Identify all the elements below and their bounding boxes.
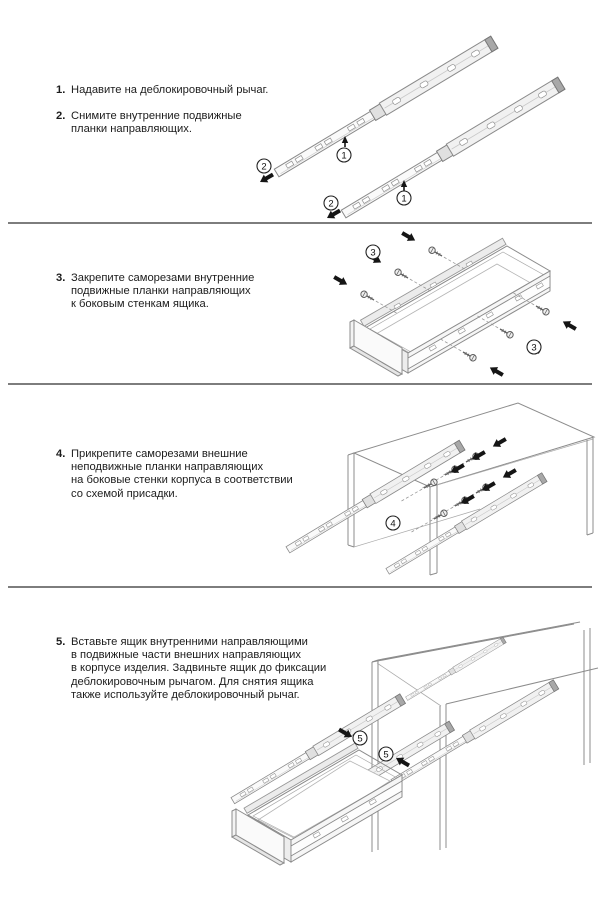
- svg-text:4: 4: [390, 518, 395, 529]
- figure-screw-rails-to-drawer: 3 3: [330, 228, 600, 378]
- svg-text:5: 5: [383, 749, 388, 760]
- step-2: 2. Снимите внутренние подвижные планки н…: [56, 110, 242, 136]
- step-line: деблокировочным рычагом. Для снятия ящик…: [71, 675, 314, 688]
- step-line: неподвижные планки направляющих: [71, 461, 264, 474]
- slide-lower: [339, 76, 566, 221]
- step-line: со схемой присадки.: [71, 487, 178, 500]
- callout-2: 2: [323, 195, 339, 211]
- callout-4: 4: [385, 515, 401, 531]
- step-line: планки направляющих.: [71, 123, 192, 136]
- svg-text:2: 2: [328, 198, 333, 209]
- step-line: на боковые стенки корпуса в соответствии: [71, 474, 293, 487]
- drawer-box: [348, 237, 551, 377]
- step-4: 4. Прикрепите саморезами внешние неподви…: [56, 448, 293, 501]
- section-divider: [8, 222, 592, 224]
- svg-text:5: 5: [357, 733, 362, 744]
- step-line: подвижные планки направляющих: [71, 285, 251, 298]
- step-number: 3.: [56, 272, 66, 284]
- section-divider: [8, 586, 592, 588]
- step-number: 5.: [56, 636, 66, 648]
- callout-2: 2: [256, 158, 272, 174]
- step-line: к боковым стенкам ящика.: [71, 298, 209, 311]
- step-line: в корпусе изделия. Задвиньте ящик до фик…: [71, 662, 327, 675]
- svg-text:3: 3: [531, 342, 536, 353]
- step-line: Вставьте ящик внутренними направляющими: [71, 636, 308, 648]
- outer-rail-right: [384, 472, 548, 577]
- step-number: 4.: [56, 448, 66, 460]
- svg-text:1: 1: [341, 150, 346, 161]
- section-divider: [8, 383, 592, 385]
- step-line: Надавите на деблокировочный рычаг.: [71, 84, 269, 96]
- svg-text:2: 2: [261, 161, 266, 172]
- step-number: 2.: [56, 110, 66, 122]
- step-5: 5. Вставьте ящик внутренними направляющи…: [56, 636, 326, 702]
- svg-text:3: 3: [370, 247, 375, 258]
- callout-1: 1: [336, 147, 352, 163]
- callout-5: 5: [378, 746, 394, 762]
- step-line: Закрепите саморезами внутренние: [71, 272, 255, 284]
- slide-upper: [272, 35, 499, 180]
- callout-3: 3: [365, 244, 381, 260]
- callout-1: 1: [396, 190, 412, 206]
- svg-text:1: 1: [401, 193, 406, 204]
- drawer-box: [230, 742, 403, 866]
- step-number: 1.: [56, 84, 66, 96]
- step-1: 1. Надавите на деблокировочный рычаг.: [56, 84, 268, 97]
- step-line: Снимите внутренние подвижные: [71, 110, 242, 122]
- cabinet-frame: [371, 621, 599, 852]
- callout-5: 5: [352, 730, 368, 746]
- step-line: Прикрепите саморезами внешние: [71, 448, 248, 460]
- callout-3: 3: [526, 339, 542, 355]
- step-3: 3. Закрепите саморезами внутренние подви…: [56, 272, 254, 312]
- figure-remove-inner-rails: 1 2 1 2: [240, 10, 600, 222]
- step-line: также используйте деблокировочный рычаг.: [71, 688, 300, 701]
- figure-screw-rails-to-cabinet: 4: [284, 395, 600, 580]
- step-line: в подвижные части внешних направляющих: [71, 649, 302, 662]
- figure-insert-drawer: 5 5: [200, 600, 600, 900]
